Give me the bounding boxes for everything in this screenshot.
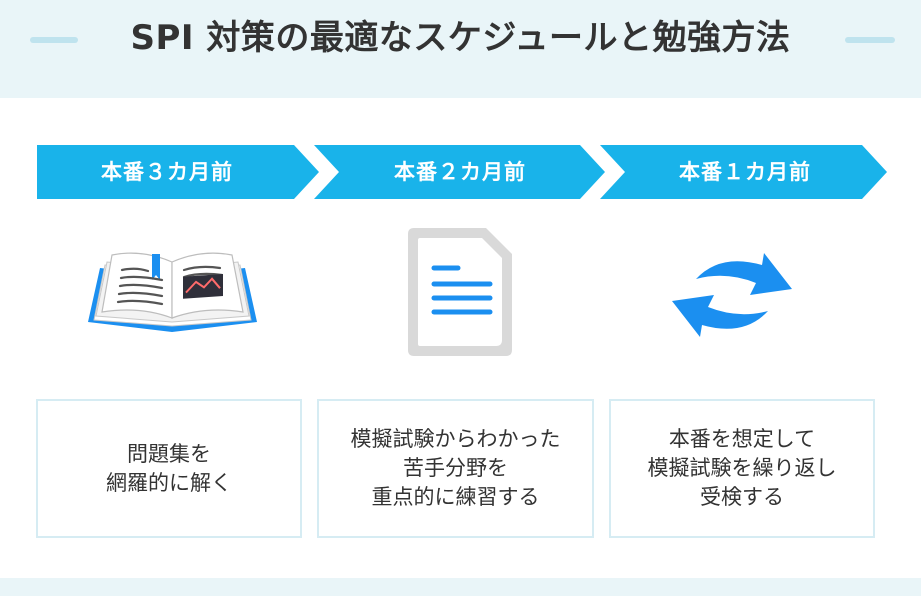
step-card-text: 問題集を 網羅的に解く [106, 440, 232, 498]
title-decoration-right [845, 37, 895, 43]
title-decoration-left [30, 37, 78, 43]
step-card-line: 網羅的に解く [106, 470, 232, 495]
page-title: SPI 対策の最適なスケジュールと勉強方法 [130, 18, 791, 58]
step-card-line: 重点的に練習する [371, 485, 540, 509]
step-label-2-months: 本番２カ月前 [394, 160, 526, 184]
step-card-line: 問題集を [127, 441, 211, 466]
step-card-line: 模擬試験を繰り返し [647, 456, 837, 480]
step-arrow-2 [314, 145, 605, 199]
open-book-icon [88, 252, 257, 332]
step-card-2-months: 模擬試験からわかった 苦手分野を 重点的に練習する [317, 399, 594, 538]
step-card-line: 本番を想定して [668, 427, 816, 451]
step-label-1-month: 本番１カ月前 [679, 160, 811, 184]
step-card-1-month: 本番を想定して 模擬試験を繰り返し 受検する [609, 399, 875, 538]
step-arrow-3 [600, 145, 887, 199]
step-card-3-months: 問題集を 網羅的に解く [36, 399, 302, 538]
step-card-line: 模擬試験からわかった [350, 427, 561, 451]
step-arrow-1 [37, 145, 319, 199]
step-label-3-months: 本番３カ月前 [101, 160, 233, 184]
document-icon [408, 228, 512, 356]
footer-band [0, 578, 921, 596]
step-card-text: 模擬試験からわかった 苦手分野を 重点的に練習する [351, 425, 561, 512]
step-card-text: 本番を想定して 模擬試験を繰り返し 受検する [648, 425, 837, 512]
title-banner: SPI 対策の最適なスケジュールと勉強方法 [0, 0, 921, 98]
repeat-arrows-icon [672, 253, 792, 337]
step-card-line: 苦手分野を [403, 456, 508, 480]
step-card-line: 受検する [700, 485, 784, 509]
